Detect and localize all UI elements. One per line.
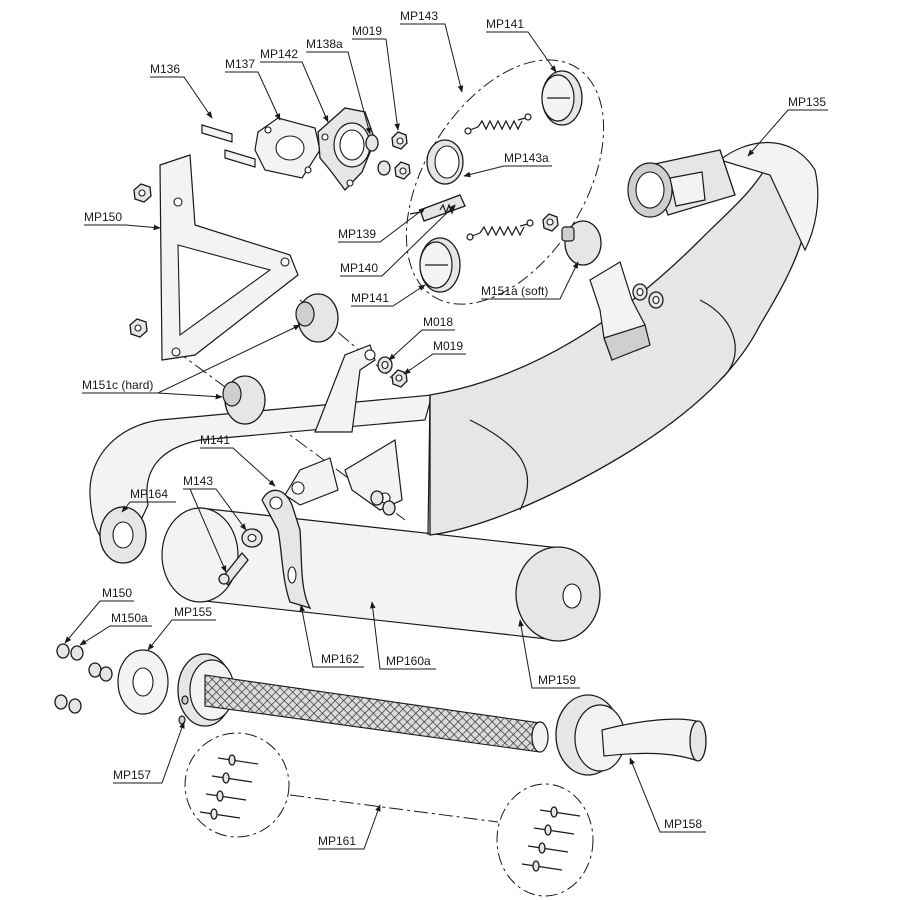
- label-mp164: MP164: [130, 487, 168, 501]
- label-m141: M141: [200, 433, 230, 447]
- end-cap-mp141-mid: [419, 237, 461, 293]
- callout-m151a: M151a (soft): [481, 261, 579, 300]
- label-m019-top: M019: [352, 24, 382, 38]
- label-m138a: M138a: [306, 37, 343, 51]
- stud-m136: [201, 124, 256, 168]
- callout-mp157: MP157: [113, 721, 185, 784]
- rivets-right: [521, 806, 581, 872]
- tail-pipe-mp158: [601, 718, 707, 762]
- rubber-mount-soft: [561, 220, 602, 266]
- nut-upper-left: [133, 183, 152, 203]
- gasket-m138a: [365, 134, 391, 176]
- callout-mp150: MP150: [84, 210, 161, 231]
- callout-m150: M150: [64, 586, 134, 644]
- manifold-mp142: [317, 107, 376, 192]
- silencer-mount-bracket: [284, 457, 339, 506]
- label-mp135: MP135: [788, 95, 826, 109]
- label-mp159: MP159: [538, 673, 576, 687]
- end-plate-mp155: [117, 649, 169, 715]
- label-mp140: MP140: [340, 261, 378, 275]
- nut-center-bracket: [370, 490, 396, 516]
- flange-m137: [254, 117, 321, 179]
- callout-mp143a: MP143a: [463, 151, 552, 178]
- nuts-m150: [54, 643, 113, 714]
- frame-bracket: [159, 154, 299, 361]
- callout-mp164: MP164: [121, 487, 176, 513]
- center-bracket: [314, 344, 403, 511]
- callout-m143: M143: [183, 474, 247, 573]
- callout-m137: M137: [225, 57, 281, 121]
- callout-mp159: MP159: [518, 619, 580, 689]
- callout-m018: M018: [388, 315, 455, 361]
- mp161-group-outline-right: [496, 783, 594, 897]
- callout-m138a: M138a: [306, 37, 372, 135]
- clamp-band: [261, 489, 312, 610]
- bolt-m143: [241, 528, 263, 548]
- label-m018: M018: [423, 315, 453, 329]
- header-hanger-plate: [589, 261, 651, 362]
- mp161-group-outline-left: [184, 732, 290, 838]
- callout-mp141-top: MP141: [486, 17, 557, 73]
- nut-m019-top: [391, 131, 411, 180]
- label-m137: M137: [225, 57, 255, 71]
- callout-mp162: MP162: [299, 604, 364, 668]
- label-mp150: MP150: [84, 210, 122, 224]
- callout-m019-top: M019: [352, 24, 400, 131]
- label-m143: M143: [183, 474, 213, 488]
- callout-mp161: MP161: [318, 804, 381, 850]
- nut-m019-mid: [391, 369, 408, 388]
- label-mp143a: MP143a: [504, 151, 549, 165]
- seal-ring-mp143a: [426, 139, 464, 185]
- washer-m018: [377, 356, 393, 374]
- nut-soft-mount: [542, 213, 559, 232]
- label-mp158: MP158: [664, 817, 702, 831]
- label-m136: M136: [150, 62, 180, 76]
- callout-m136: M136: [150, 62, 213, 119]
- label-mp157: MP157: [113, 768, 151, 782]
- callout-mp155: MP155: [147, 605, 216, 651]
- label-mp160a: MP160a: [386, 654, 431, 668]
- label-m151a: M151a (soft): [481, 284, 548, 298]
- label-mp162: MP162: [321, 652, 359, 666]
- label-m150: M150: [102, 586, 132, 600]
- callout-mp143: MP143: [400, 9, 464, 93]
- end-cap-mp141-top: [541, 70, 583, 126]
- rivets-left: [199, 754, 259, 820]
- rubber-mount-hard-lower: [222, 375, 266, 425]
- label-mp141-mid: MP141: [351, 291, 389, 305]
- label-mp143: MP143: [400, 9, 438, 23]
- rubber-mount-hard-upper: [295, 293, 339, 343]
- callout-mp141-mid: MP141: [351, 284, 426, 307]
- label-m150a: M150a: [111, 611, 148, 625]
- label-mp161: MP161: [318, 834, 356, 848]
- label-mp141-top: MP141: [486, 17, 524, 31]
- spring-lower: [466, 219, 534, 241]
- callout-mp135: MP135: [747, 95, 828, 157]
- perforated-core: [204, 674, 549, 753]
- flange-plate-mp164: [99, 506, 147, 564]
- label-mp155: MP155: [174, 605, 212, 619]
- callout-mp139: MP139: [338, 207, 426, 243]
- label-mp142: MP142: [260, 47, 298, 61]
- callout-mp160a: MP160a: [369, 601, 436, 670]
- nut-lower-left: [129, 318, 148, 338]
- callout-m019-mid: M019: [403, 339, 466, 375]
- callout-m141: M141: [200, 433, 276, 487]
- mp161-link-line: [289, 794, 499, 823]
- callout-m151c: M151c (hard): [82, 324, 301, 400]
- callout-m150a: M150a: [79, 611, 152, 646]
- label-mp139: MP139: [338, 227, 376, 241]
- spring-tool-mp139: [409, 194, 466, 222]
- callout-mp140: MP140: [340, 204, 456, 277]
- bolt-m141: [218, 551, 249, 587]
- washer-pair-right: [632, 283, 664, 309]
- label-m151c: M151c (hard): [82, 378, 153, 392]
- callout-mp158: MP158: [629, 757, 706, 833]
- spring-upper: [464, 113, 532, 135]
- label-m019-mid: M019: [433, 339, 463, 353]
- callout-mp142: MP142: [260, 47, 329, 123]
